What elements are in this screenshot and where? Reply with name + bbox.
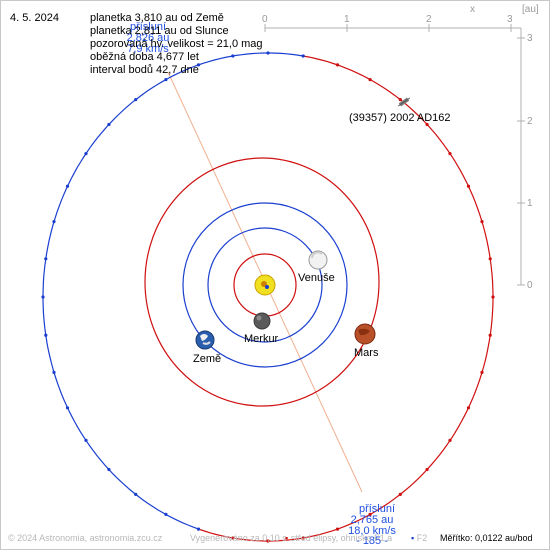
orbit-point xyxy=(231,536,235,540)
earth-orbit xyxy=(182,202,348,368)
earth-label: Země xyxy=(193,353,221,365)
orbit-point xyxy=(134,492,138,496)
orbit-point xyxy=(266,539,270,543)
mars-orbit xyxy=(144,157,380,407)
asteroid-orbit xyxy=(41,51,495,543)
legend-red-dot: ▪ xyxy=(285,533,289,543)
x-tick-label: 3 xyxy=(507,14,513,25)
x-tick-label: 2 xyxy=(426,14,432,25)
mercury-label: Merkur xyxy=(244,333,279,345)
perihelion-index: - 185 - xyxy=(356,535,388,547)
axis-group xyxy=(264,24,525,286)
venus-orbit xyxy=(207,227,323,343)
asteroid-orbit-blue-arc xyxy=(42,52,304,530)
mars-label: Mars xyxy=(354,347,379,359)
axis-unit: [au] xyxy=(522,4,539,15)
info-line-earth-distance: planetka 3,810 au od Země xyxy=(90,12,224,24)
orbit-point xyxy=(231,54,235,58)
orbit-point xyxy=(107,467,111,472)
y-tick-label: 2 xyxy=(527,116,533,127)
asteroid-icon xyxy=(397,97,411,107)
aphelion-distance: 2,826 au xyxy=(127,32,170,44)
y-tick-label: 0 xyxy=(527,280,533,291)
orbit-point xyxy=(398,492,402,496)
asteroid-label: (39357) 2002 AD162 xyxy=(349,112,451,124)
mercury-icon xyxy=(253,312,271,330)
orbit-point xyxy=(52,370,56,374)
date-label: 4. 5. 2024 xyxy=(10,12,59,24)
perihelion-speed: 18,0 km/s xyxy=(348,525,396,537)
orbit-point xyxy=(84,438,88,442)
asteroid-orbit-red-arc xyxy=(198,55,494,542)
orbit-point xyxy=(52,220,56,224)
perihelion-title: přísluní xyxy=(359,503,395,515)
orbit-point xyxy=(480,220,484,224)
orbit-point xyxy=(488,333,492,337)
aphelion-speed: 7,9 km/s xyxy=(127,43,169,55)
y-tick-label: 3 xyxy=(527,33,533,44)
x-tick-label: 1 xyxy=(344,14,350,25)
orbit-point xyxy=(107,122,111,127)
orbit-point xyxy=(368,78,372,82)
orbit-point xyxy=(491,295,495,299)
orbit-point xyxy=(466,406,471,410)
orbit-point xyxy=(398,98,402,102)
copyright: © 2024 Astronomia, astronomia.zcu.cz xyxy=(8,533,163,543)
orbit-point xyxy=(425,122,429,127)
venus-icon xyxy=(308,250,328,270)
orbit-point xyxy=(335,63,340,67)
orbit-point xyxy=(335,527,340,531)
y-tick-label: 1 xyxy=(527,198,533,209)
earth-icon xyxy=(195,330,215,350)
orbit-point xyxy=(448,438,452,442)
orbit-point xyxy=(44,257,48,261)
orbit-point xyxy=(164,78,168,82)
generated-time: Vygenerováno za 0,10 s xyxy=(190,533,287,543)
aphelion-title: přísluní xyxy=(130,21,166,33)
perihelion-distance: 2,765 au xyxy=(351,514,394,526)
orbit-point xyxy=(368,512,372,517)
orbit-point xyxy=(44,333,48,337)
info-panel: planetka 3,810 au od Země planetka 2,811… xyxy=(90,12,263,77)
info-line-period: oběžná doba 4,677 let xyxy=(90,51,199,63)
orbit-point xyxy=(488,257,492,261)
orbit-point xyxy=(65,184,70,188)
venus-label: Venuše xyxy=(298,272,335,284)
orbit-point xyxy=(84,152,88,156)
orbit-point xyxy=(301,54,305,58)
orbit-point xyxy=(196,527,201,531)
orbit-point xyxy=(266,51,270,55)
orbit-point xyxy=(134,98,138,102)
legend-f2: ▪ F2 xyxy=(411,533,428,543)
orbit-point xyxy=(480,370,484,374)
scale-label: Měřítko: 0,0122 au/bod xyxy=(440,533,533,543)
sun-focus-marker xyxy=(261,281,267,287)
orbit-point xyxy=(466,184,471,188)
x-axis-label: x xyxy=(470,4,475,15)
info-line-interval: interval bodů 42,7 dne xyxy=(90,64,199,76)
orbit-point xyxy=(301,536,305,540)
ellipse-center-marker xyxy=(265,285,269,289)
orbit-point xyxy=(164,512,168,517)
orbit-point xyxy=(196,63,201,67)
orbit-point xyxy=(448,152,452,156)
legend-blue-dot: ▪ xyxy=(411,533,415,543)
info-line-sun-distance: planetka 2,811 au od Slunce xyxy=(90,25,229,37)
x-tick-label: 0 xyxy=(262,14,268,25)
orbit-point xyxy=(65,406,70,410)
orbit-point xyxy=(425,467,429,472)
legend-center-focus: ▪ střed elipsy, ohnisko F1 a xyxy=(285,533,393,543)
info-line-magnitude: pozorovaná hv. velikost = 21,0 mag xyxy=(90,38,263,50)
orbit-point xyxy=(41,295,45,299)
